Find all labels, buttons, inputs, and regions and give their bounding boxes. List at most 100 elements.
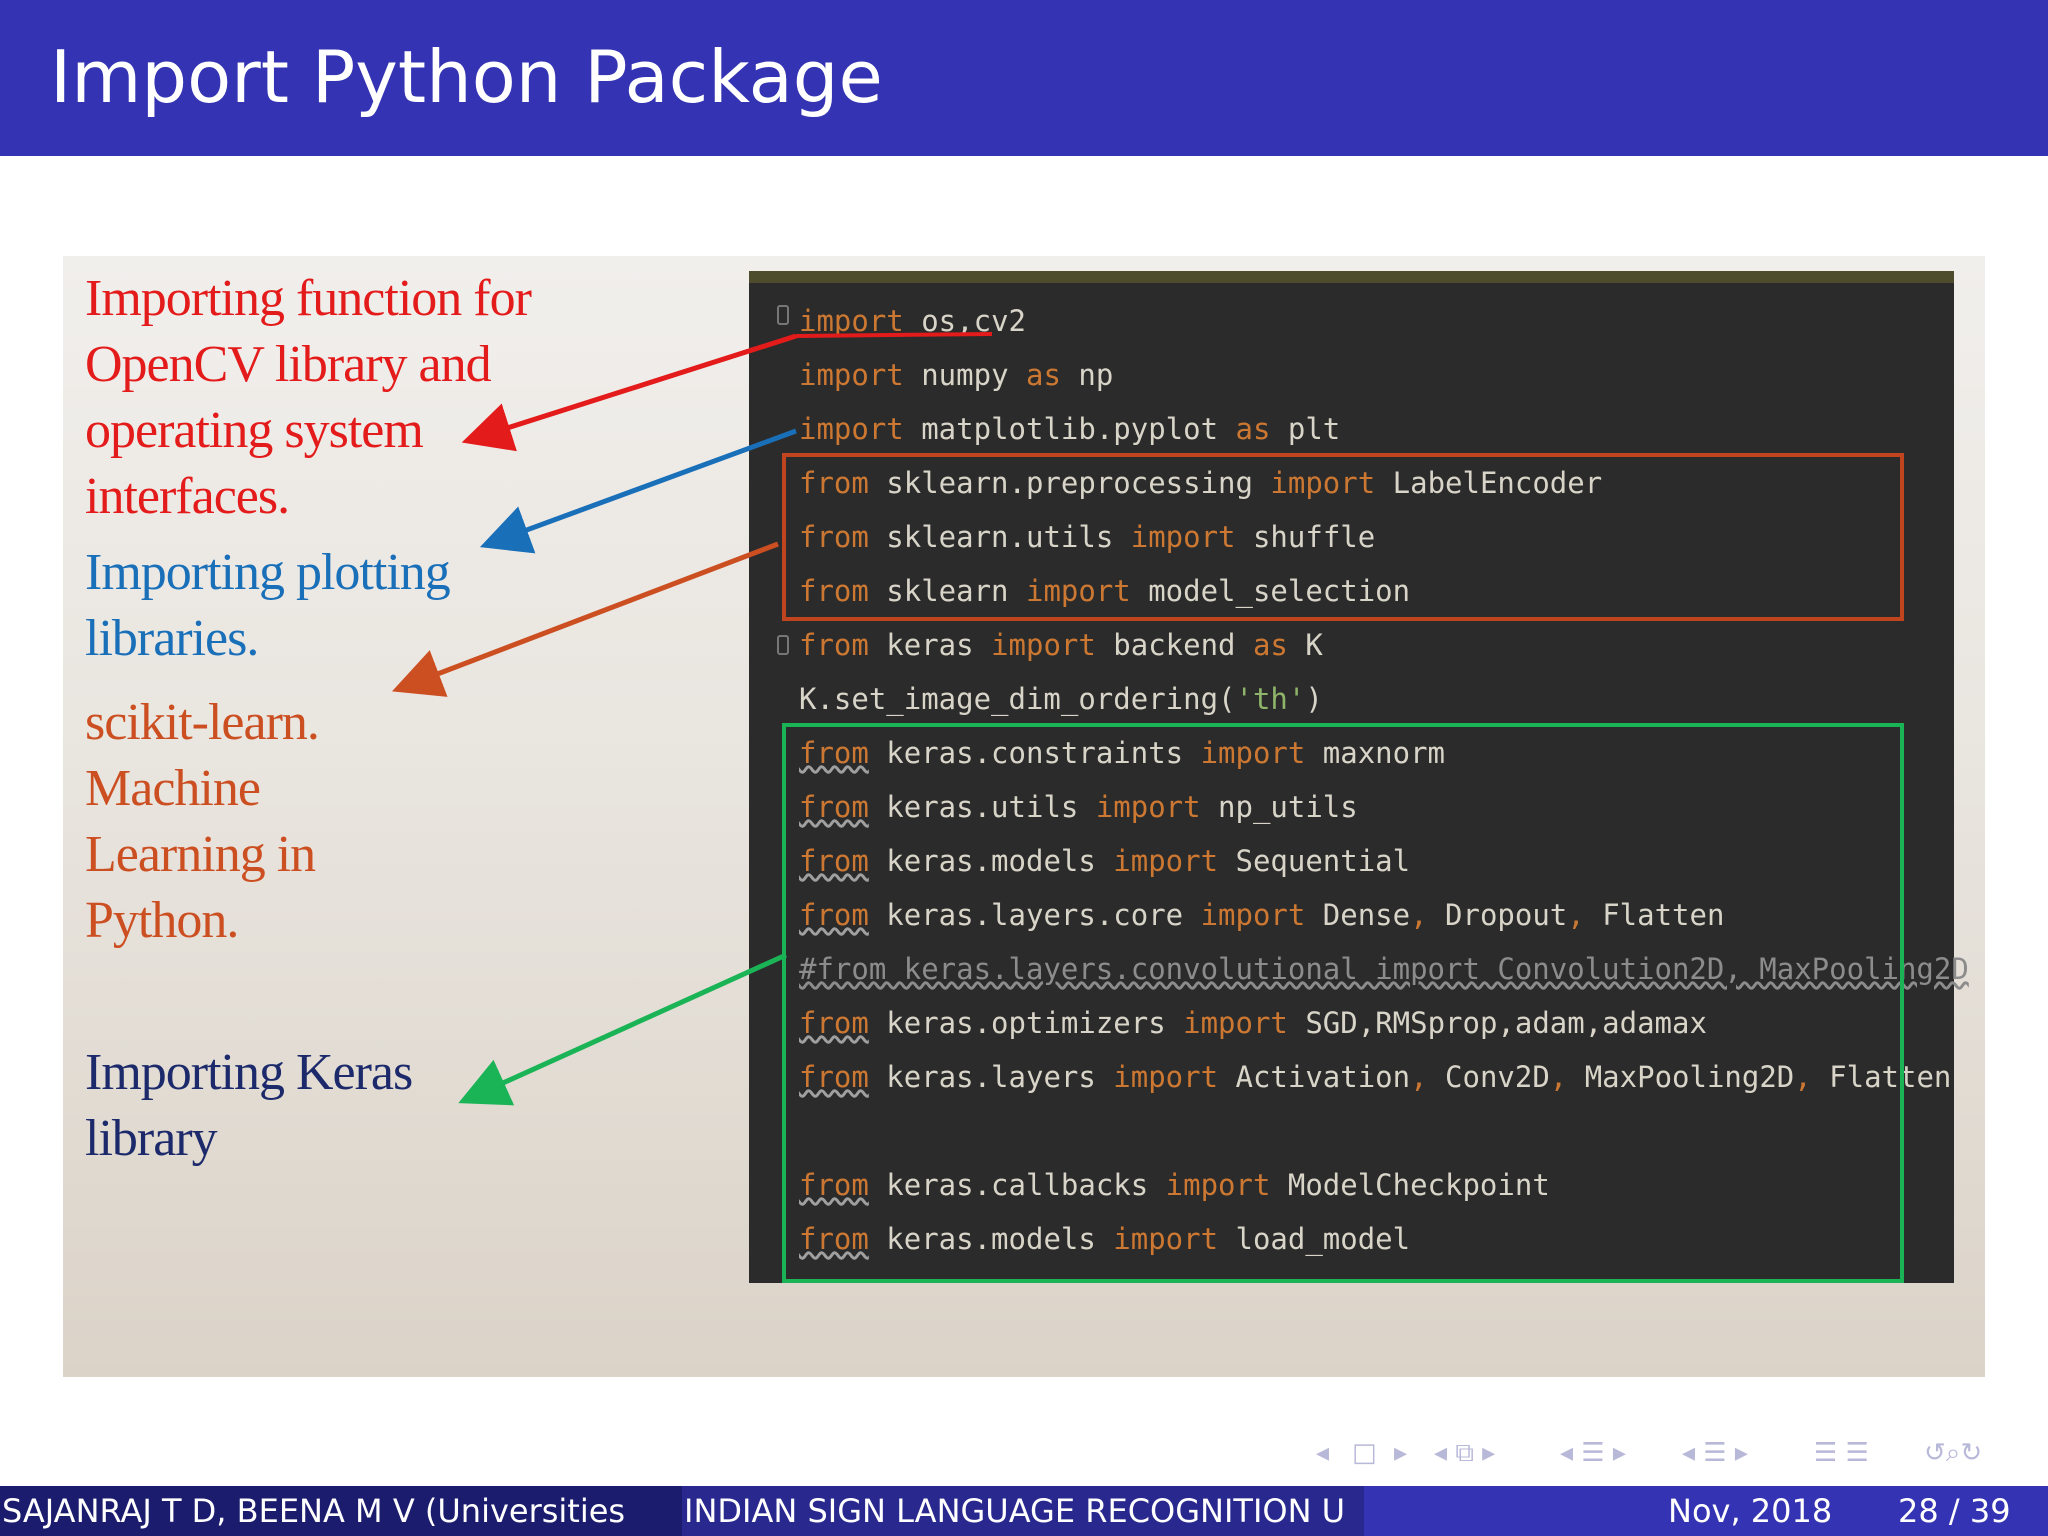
code-token: import (799, 304, 904, 338)
code-token: model_selection (1130, 574, 1411, 608)
code-token: #from keras.layers.convolutional import … (799, 952, 1969, 986)
code-token: from (799, 628, 869, 662)
code-line: from keras.constraints import maxnorm (799, 733, 1445, 773)
code-token: import (1130, 520, 1236, 554)
slide-title: Import Python Package (50, 35, 883, 119)
code-token: keras.layers (868, 1060, 1114, 1094)
nav-prev-frame-icon[interactable]: ◂ (1316, 1438, 1330, 1468)
code-token: Flatten (1584, 898, 1725, 932)
annotation-opencv: Importing function for OpenCV library an… (85, 266, 532, 530)
code-line: #from keras.layers.convolutional import … (799, 949, 1969, 989)
code-line: from keras.optimizers import SGD,RMSprop… (799, 1003, 1707, 1043)
code-line: from keras.utils import np_utils (799, 787, 1358, 827)
code-token: import (1113, 844, 1219, 878)
code-token: keras (868, 628, 992, 662)
annotation-keras: Importing Keras library (85, 1040, 413, 1172)
code-token: , (1549, 1060, 1568, 1094)
sklearn-highlight-box (782, 453, 1904, 621)
code-token: , (1410, 898, 1428, 932)
code-token: as (1235, 412, 1271, 446)
annotation-line: interfaces. (85, 468, 290, 525)
fold-marker-icon (777, 305, 789, 325)
code-token: from (799, 790, 869, 824)
code-token: Activation (1218, 1060, 1411, 1094)
code-token: , (1567, 898, 1585, 932)
code-token: keras.models (868, 1222, 1114, 1256)
code-token: from (799, 736, 869, 770)
code-token: Flatten (1811, 1060, 1952, 1094)
code-token: Dense (1305, 898, 1411, 932)
code-token: import (799, 358, 904, 392)
code-token: 'th' (1235, 682, 1306, 716)
code-token: sklearn.preprocessing (868, 466, 1271, 500)
code-token: import (1113, 1222, 1219, 1256)
code-line: from keras.models import Sequential (799, 841, 1410, 881)
code-token: matplotlib.pyplot (903, 412, 1236, 446)
code-line: import numpy as np (799, 355, 1113, 395)
code-token: Dropout (1427, 898, 1568, 932)
annotation-plotting: Importing plotting libraries. (85, 540, 451, 672)
code-token: import (799, 412, 904, 446)
annotation-line: libraries. (85, 610, 259, 667)
footer-date: Nov, 2018 (1668, 1492, 1833, 1530)
code-token: shuffle (1235, 520, 1376, 554)
annotation-line: OpenCV library and (85, 336, 492, 393)
nav-section-icon[interactable]: ◂ ☰ ▸ (1560, 1438, 1626, 1468)
annotation-line: library (85, 1110, 218, 1167)
code-token: SGD,RMSprop,adam,adamax (1287, 1006, 1707, 1040)
beamer-navigation-bar: ◂ □ ▸ ◂ ⧉ ▸ ◂ ☰ ▸ ◂ ☰ ▸ ☰ ☰ ↺⌕↻ (1310, 1438, 2030, 1472)
code-token: from (799, 466, 869, 500)
annotation-line: Python. (85, 892, 239, 949)
code-token: keras.callbacks (868, 1168, 1166, 1202)
code-token: keras.optimizers (868, 1006, 1184, 1040)
nav-frame-icon[interactable]: □ (1352, 1438, 1377, 1468)
code-token: maxnorm (1305, 736, 1446, 770)
code-line: from keras.models import load_model (799, 1219, 1410, 1259)
annotation-line: Machine (85, 760, 261, 817)
code-token: MaxPooling2D (1567, 1060, 1795, 1094)
code-token: os,cv2 (903, 304, 1026, 338)
code-token: ) (1305, 682, 1323, 716)
code-token: import (1025, 574, 1131, 608)
nav-subsection-icon[interactable]: ◂ ⧉ ▸ (1434, 1438, 1496, 1468)
footer-info: Nov, 2018 28 / 39 (1364, 1486, 2048, 1536)
code-token: LabelEncoder (1375, 466, 1603, 500)
code-token: load_model (1218, 1222, 1411, 1256)
code-figure: Importing function for OpenCV library an… (63, 256, 1985, 1377)
annotation-line: operating system (85, 402, 424, 459)
annotation-line: scikit-learn. (85, 694, 320, 751)
code-token: K (1287, 628, 1323, 662)
footer-talk-title: INDIAN SIGN LANGUAGE RECOGNITION U (682, 1486, 1364, 1536)
code-token: keras.utils (868, 790, 1096, 824)
nav-next-frame-icon[interactable]: ▸ (1394, 1438, 1408, 1468)
nav-search-icon[interactable]: ↺⌕↻ (1924, 1438, 1983, 1468)
code-token: from (799, 520, 869, 554)
code-line: from sklearn.utils import shuffle (799, 517, 1375, 557)
code-line: from keras.layers.core import Dense, Dro… (799, 895, 1724, 935)
slide-title-bar: Import Python Package (0, 0, 2048, 156)
code-line: from sklearn import model_selection (799, 571, 1410, 611)
footer-authors: SAJANRAJ T D, BEENA M V (Universities (0, 1486, 682, 1536)
nav-toc-icon[interactable]: ☰ ☰ (1814, 1438, 1869, 1468)
code-token: import (1200, 736, 1306, 770)
code-token: backend (1095, 628, 1253, 662)
code-token: np_utils (1200, 790, 1358, 824)
code-token: np (1060, 358, 1114, 392)
code-line: K.set_image_dim_ordering('th') (799, 679, 1323, 719)
code-token: from (799, 1168, 869, 1202)
fold-marker-icon (777, 635, 789, 655)
annotation-line: Importing plotting (85, 544, 451, 601)
code-token: K.set_image_dim_ordering( (799, 682, 1236, 716)
code-token: from (799, 844, 869, 878)
code-token: import (1200, 898, 1306, 932)
code-token: import (1113, 1060, 1219, 1094)
code-line: from keras import backend as K (799, 625, 1323, 665)
code-token: import (1183, 1006, 1288, 1040)
code-token: , (1410, 1060, 1428, 1094)
keras-highlight-box (782, 723, 1904, 1283)
code-line: from keras.callbacks import ModelCheckpo… (799, 1165, 1550, 1205)
nav-outline-icon[interactable]: ◂ ☰ ▸ (1682, 1438, 1748, 1468)
code-token: plt (1270, 412, 1341, 446)
code-token: keras.layers.core (868, 898, 1201, 932)
code-token: Conv2D (1427, 1060, 1550, 1094)
